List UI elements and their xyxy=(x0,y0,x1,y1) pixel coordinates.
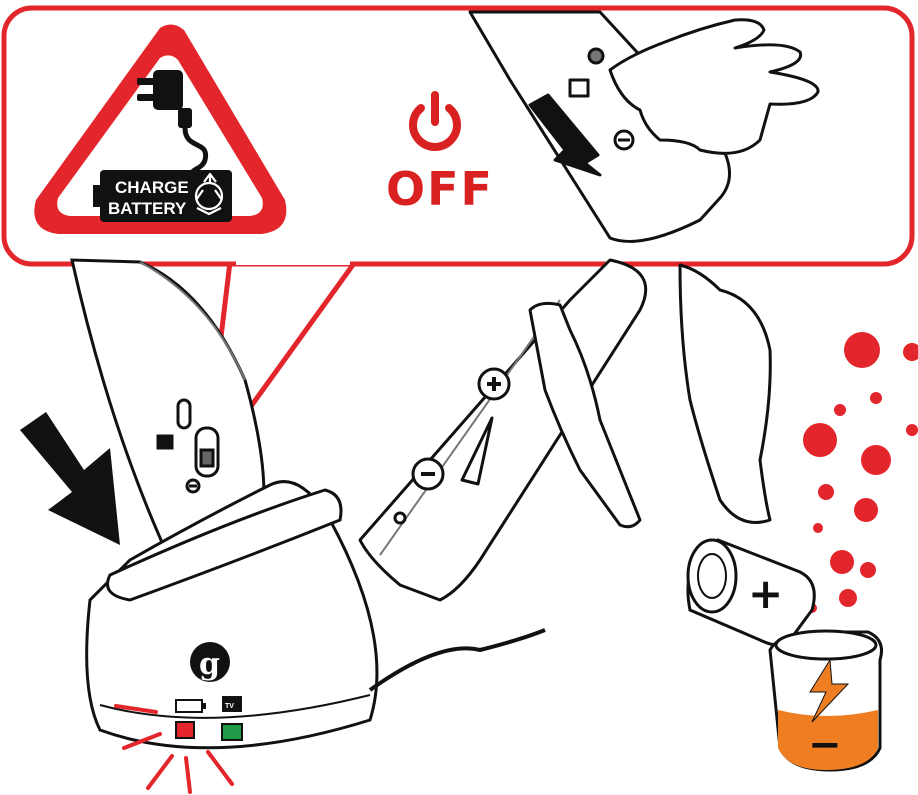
bubbles xyxy=(803,332,918,613)
insert-arrow-icon xyxy=(20,412,120,545)
battery-label: BATTERY xyxy=(108,199,187,218)
g-logo: g xyxy=(190,642,230,682)
battery-plus-label: + xyxy=(748,569,783,618)
off-label: OFF xyxy=(386,162,494,216)
battery-symbol-icon xyxy=(176,700,206,712)
tv-symbol-icon: TV xyxy=(222,696,242,712)
svg-text:g: g xyxy=(199,647,220,682)
new-battery: + xyxy=(688,540,814,645)
power-cable xyxy=(370,630,545,690)
svg-text:TV: TV xyxy=(225,703,234,710)
battery-minus-label: − xyxy=(808,722,842,768)
charge-label: CHARGE xyxy=(115,178,189,197)
battery-charge-led xyxy=(176,722,194,738)
tv-led xyxy=(222,724,242,740)
battery-icon: CHARGE BATTERY xyxy=(93,170,232,222)
right-hand xyxy=(680,265,770,523)
drained-battery: − xyxy=(770,631,882,770)
